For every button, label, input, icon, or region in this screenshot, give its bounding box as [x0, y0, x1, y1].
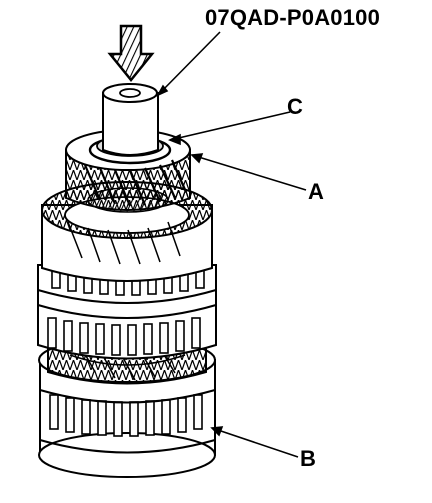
callout-a-label: A	[308, 179, 324, 204]
tool-shaft	[102, 83, 159, 156]
tool-part-number-label: 07QAD-P0A0100	[205, 5, 381, 30]
press-arrow-icon	[107, 24, 155, 82]
leader-lines	[156, 31, 307, 458]
middle-drum	[37, 261, 217, 360]
callout-b-label: B	[300, 446, 316, 471]
callout-c-label: C	[287, 94, 303, 119]
